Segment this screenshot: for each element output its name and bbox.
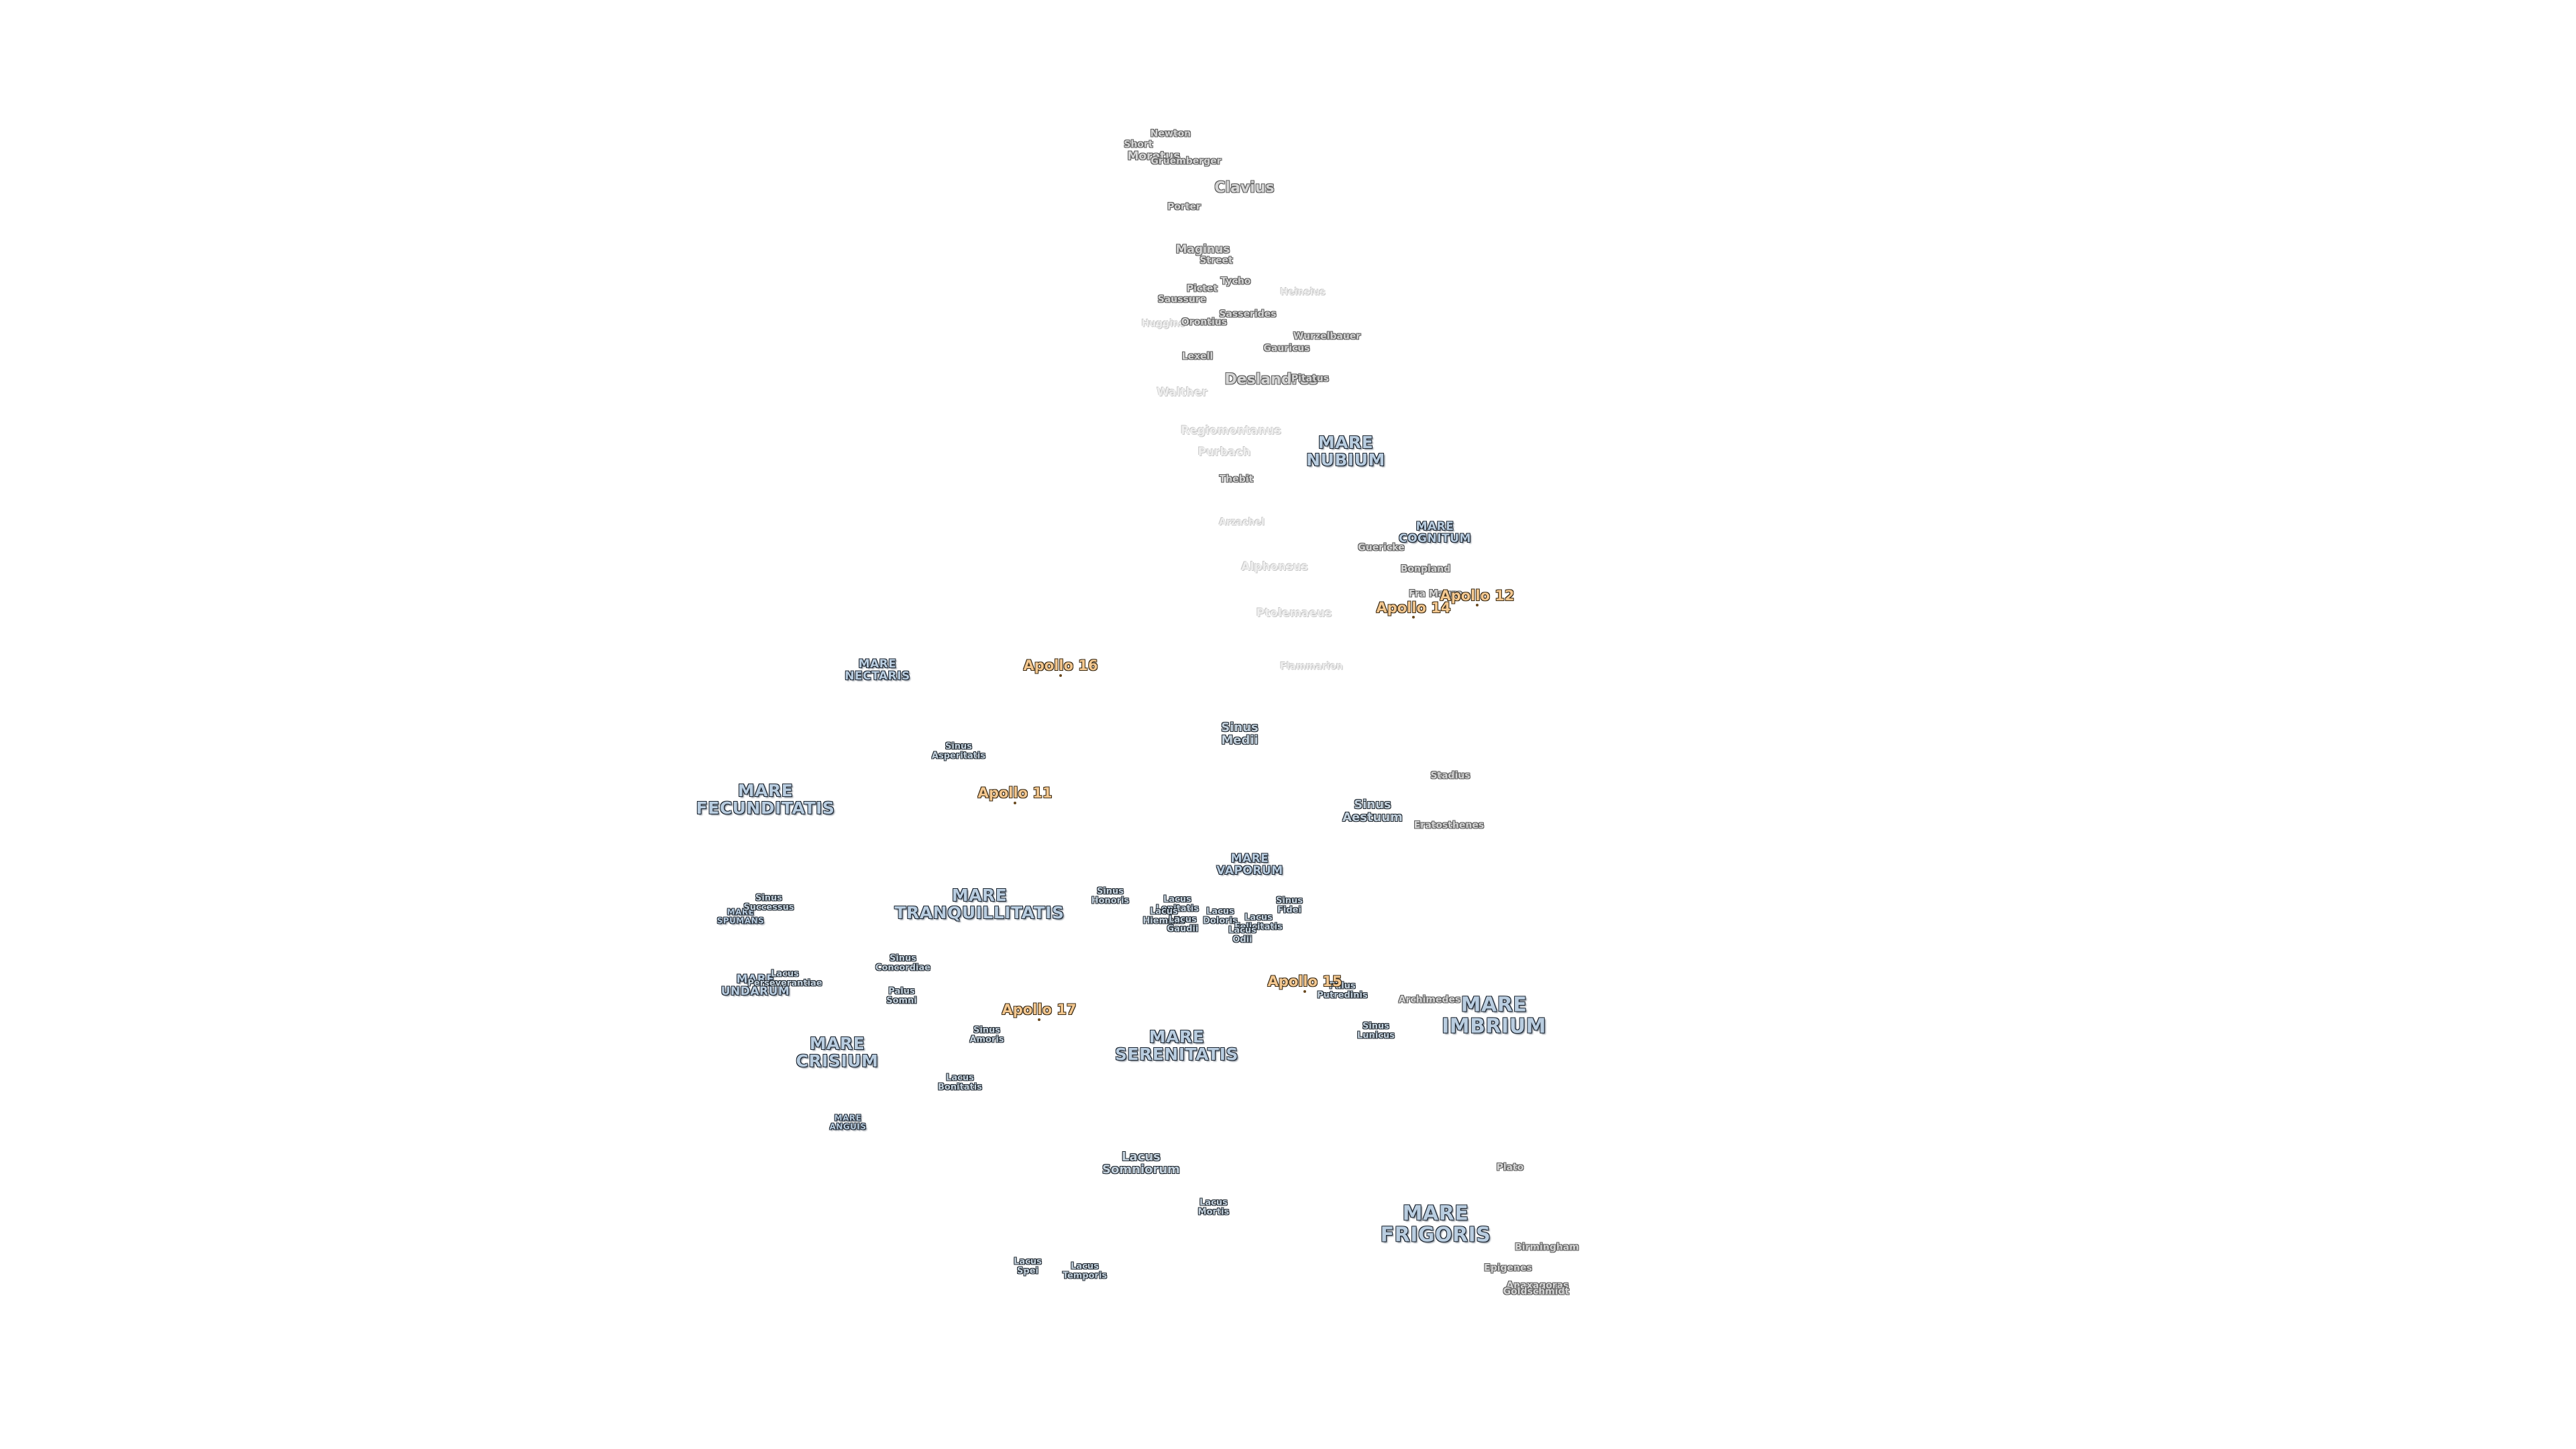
crater-label-guericke: Guericke [1358, 542, 1405, 553]
crater-label-orontius: Orontius [1181, 317, 1228, 328]
crater-label-epigenes: Epigenes [1484, 1263, 1532, 1274]
crater-label-birmingham: Birmingham [1515, 1242, 1579, 1253]
crater-label-alphonsus: Alphonsus [1241, 560, 1308, 574]
crater-label-porter: Porter [1167, 201, 1201, 213]
crater-label-arzachel: Arzachel [1219, 517, 1265, 528]
crater-label-goldschmidt: Goldschmidt [1503, 1286, 1570, 1297]
crater-label-pictet: Pictet [1186, 283, 1218, 294]
crater-label-stadius: Stadius [1430, 770, 1470, 782]
crater-label-saussure: Saussure [1157, 294, 1207, 305]
crater-label-bonpland: Bonpland [1400, 564, 1451, 575]
crater-label-flammarion: Flammarion [1280, 661, 1343, 672]
crater-label-walther: Walther [1157, 386, 1208, 400]
crater-label-anaxagoras: Anaxagoras [1506, 1280, 1569, 1291]
crater-label-lexell: Lexell [1181, 351, 1214, 362]
crater-label-archimedes: Archimedes [1398, 994, 1461, 1006]
crater-label-newton: Newton [1150, 128, 1191, 140]
crater-label-clavius: Clavius [1214, 179, 1275, 197]
crater-label-huggins: Huggins [1141, 318, 1185, 329]
apollo-11-marker[interactable] [1014, 802, 1016, 804]
crater-label-maginus: Maginus [1175, 243, 1230, 257]
crater-label-heinsius: Heinsius [1280, 286, 1326, 298]
crater-label-fra-mauro: Fra Mauro [1409, 588, 1462, 600]
apollo-14-label[interactable]: Apollo 14 [1376, 599, 1451, 616]
apollo-16-label[interactable]: Apollo 16 [1023, 657, 1098, 674]
crater-label-pitatus: Pitatus [1291, 373, 1330, 384]
crater-label-thebit: Thebit [1219, 474, 1254, 485]
crater-label-tycho: Tycho [1220, 276, 1251, 287]
crater-label-purbach: Purbach [1197, 445, 1251, 460]
crater-label-moretus: Moretus [1127, 150, 1181, 164]
apollo-12-label[interactable]: Apollo 12 [1440, 587, 1515, 604]
apollo-16-marker[interactable] [1059, 674, 1062, 677]
crater-label-short: Short [1124, 139, 1153, 150]
crater-label-eratosthenes: Eratosthenes [1413, 820, 1485, 831]
crater-label-street: Street [1199, 255, 1233, 266]
apollo-17-label[interactable]: Apollo 17 [1002, 1001, 1077, 1018]
apollo-11-label[interactable]: Apollo 11 [977, 784, 1053, 801]
crater-label-ptolemaeus: Ptolemaeus [1256, 606, 1332, 621]
crater-label-deslandres: Deslandres [1224, 371, 1318, 388]
crater-label-wurzelbauer: Wurzelbauer [1293, 331, 1361, 342]
crater-label-gauricus: Gauricus [1263, 343, 1310, 354]
apollo-17-marker[interactable] [1038, 1018, 1040, 1021]
crater-label-regiomontanus: Regiomontanus [1181, 424, 1281, 438]
apollo-14-marker[interactable] [1412, 616, 1415, 619]
crater-label-sasserides: Sasserides [1219, 309, 1277, 320]
apollo-12-marker[interactable] [1476, 604, 1479, 606]
apollo-15-label[interactable]: Apollo 15 [1267, 973, 1342, 989]
crater-label-plato: Plato [1496, 1162, 1524, 1173]
apollo-15-marker[interactable] [1303, 990, 1306, 993]
crater-label-gruemberger: Gruemberger [1150, 156, 1222, 167]
